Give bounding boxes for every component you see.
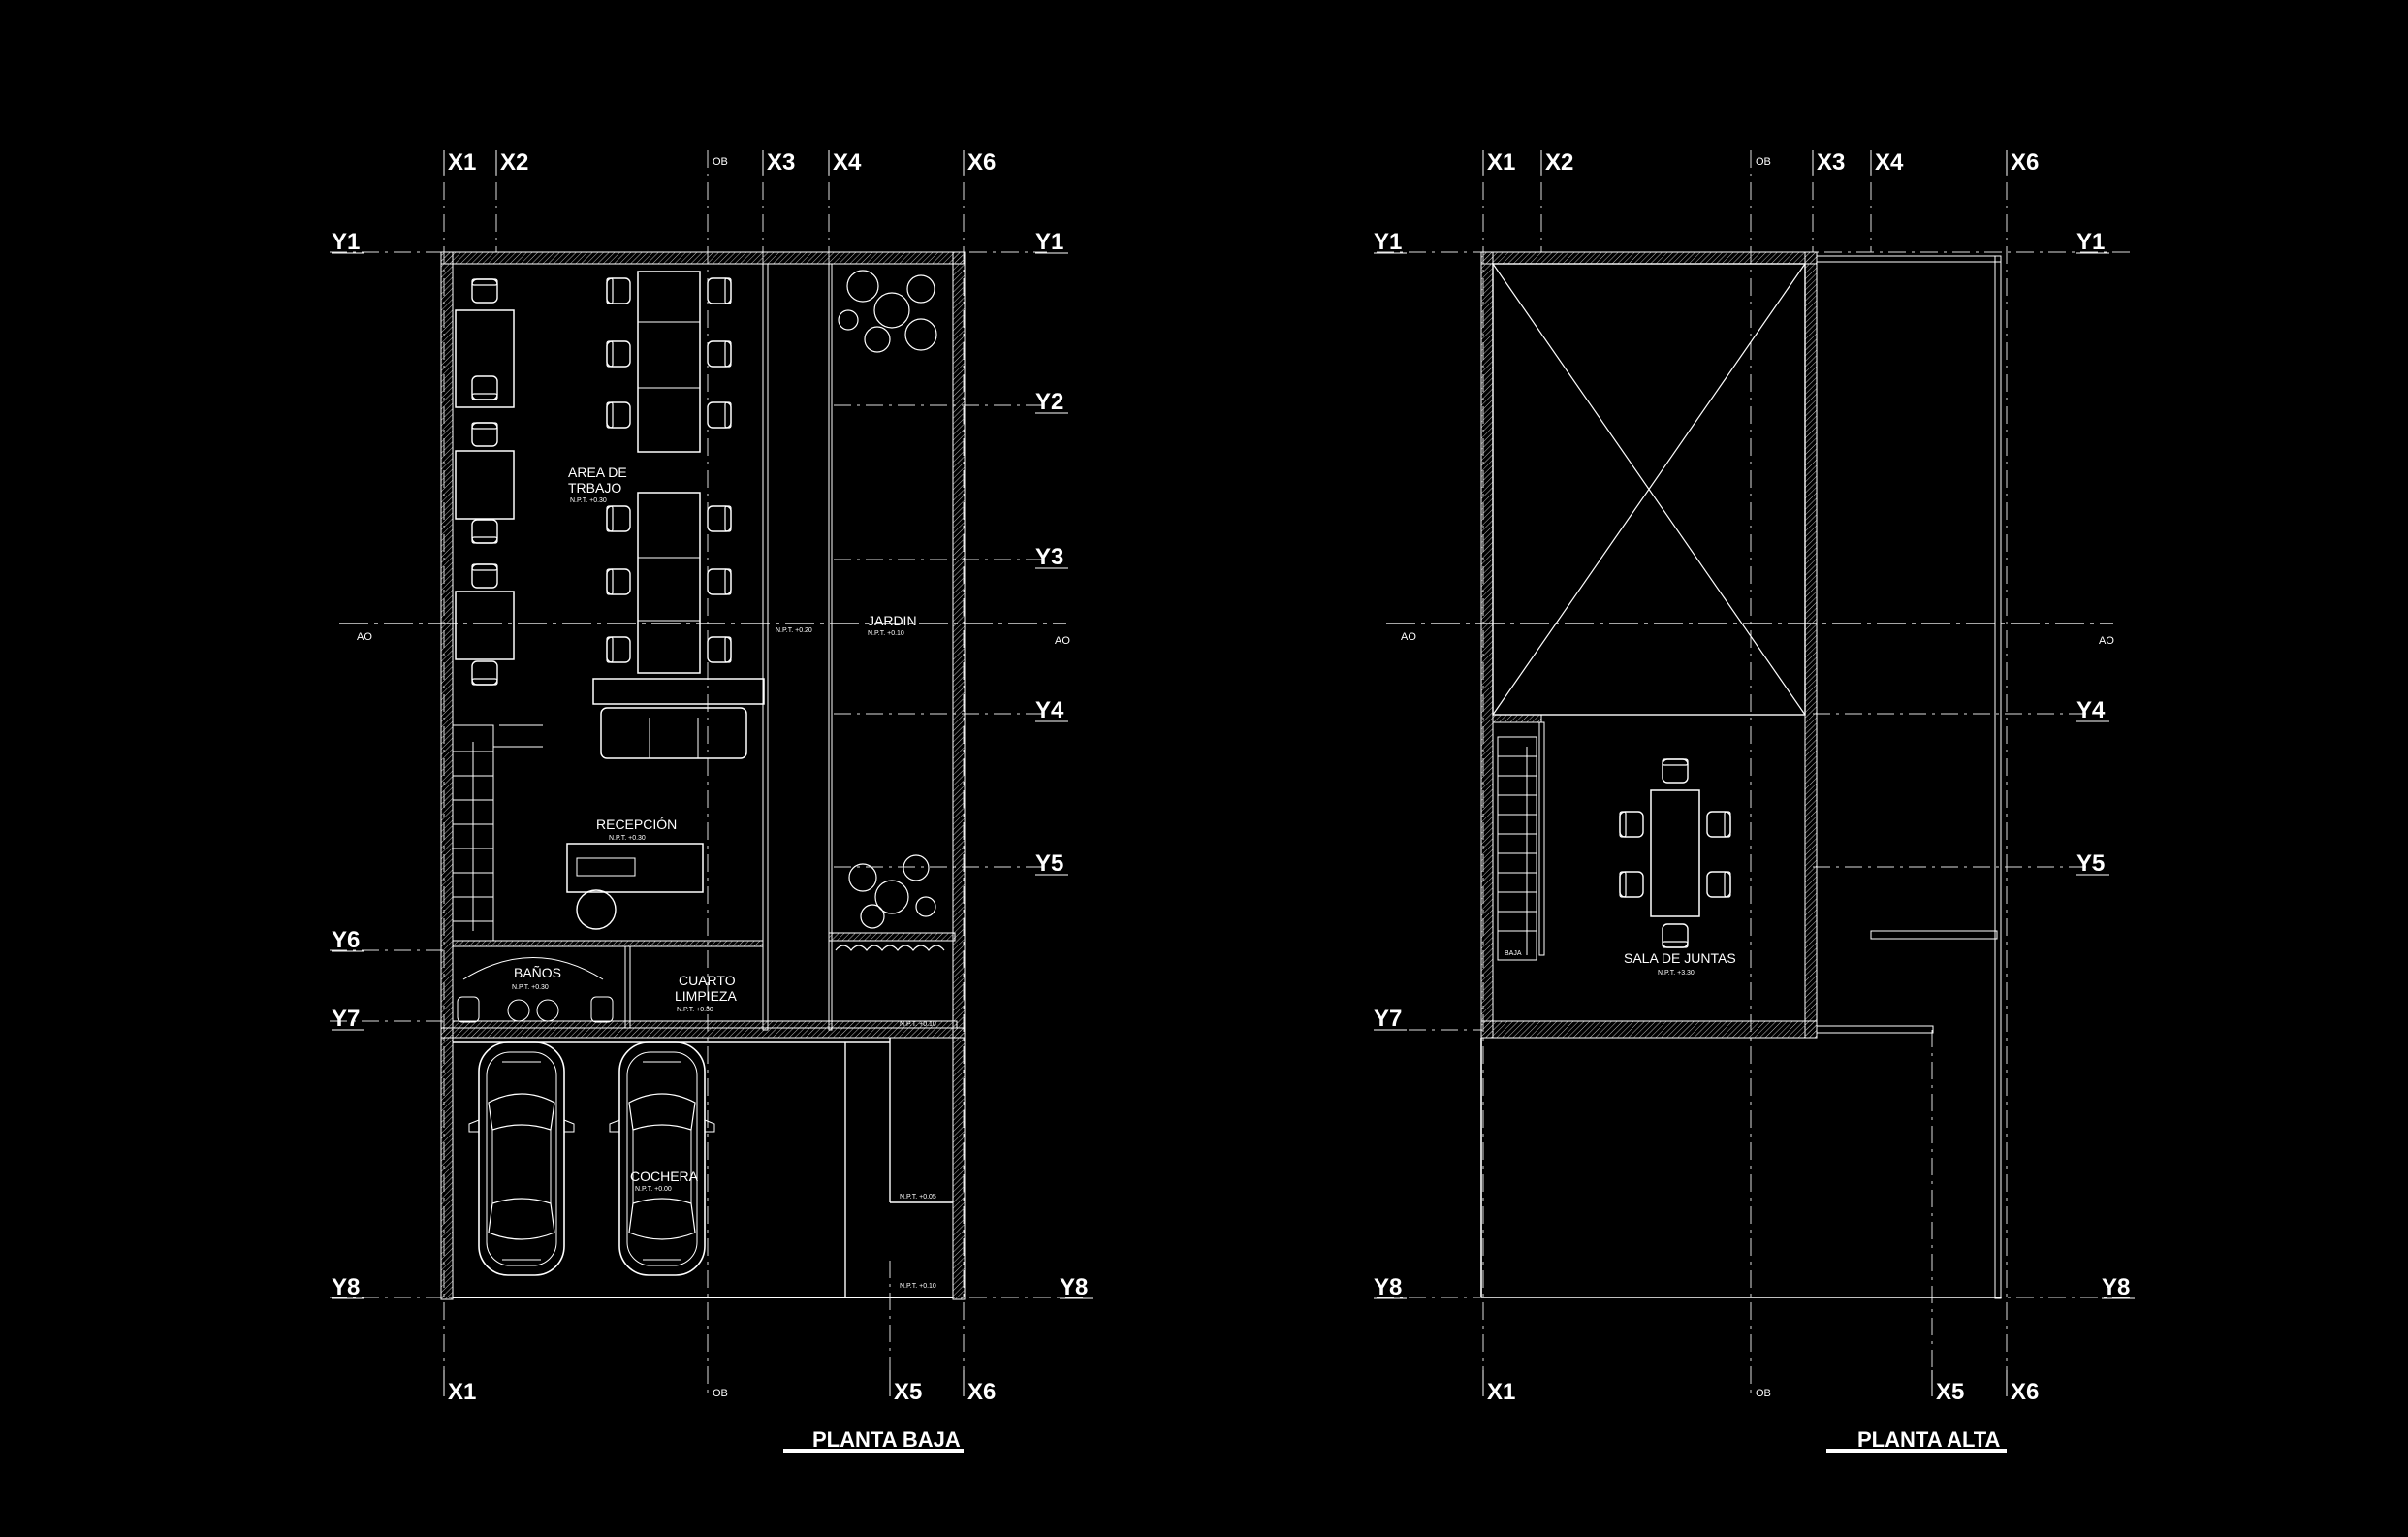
room-banos: BAÑOS [514,965,561,980]
level-mark-2: N.P.T. +0.10 [900,1021,936,1028]
section-markers-baja: AO AO [357,631,1070,647]
cut-mark-left-alta: AO [1401,631,1416,643]
section-markers-alta: AO AO [1401,631,2114,647]
axis-top-x3-alta: X3 [1817,149,1845,176]
title-planta-baja: PLANTA BAJA [812,1427,961,1452]
axis-top-x6: X6 [967,149,996,176]
room-area-trabajo-2: TRBAJO [568,480,621,496]
npt-cuarto: N.P.T. +0.30 [677,1007,713,1013]
furniture-baja [452,270,945,1276]
axis-left-y8: Y8 [332,1274,360,1300]
axis-right-y1: Y1 [1035,229,1063,255]
axis-left-y1: Y1 [332,229,360,255]
axis-right-y8: Y8 [1060,1274,1088,1300]
axis-top-x1-alta: X1 [1487,149,1515,176]
axis-top-x2-alta: X2 [1545,149,1573,176]
axis-right-y5: Y5 [1035,850,1063,877]
room-cuarto-1: CUARTO [679,973,736,988]
axis-right-y2: Y2 [1035,389,1063,415]
npt-sala-juntas: N.P.T. +3.30 [1658,970,1695,977]
axis-top-ob: OB [713,156,728,168]
npt-cochera: N.P.T. +0.00 [635,1186,672,1193]
axis-left-y8-alta: Y8 [1374,1274,1402,1300]
npt-banos: N.P.T. +0.30 [512,984,549,991]
walls-baja [440,251,966,1300]
axis-top-x2: X2 [500,149,528,176]
cut-mark-left: AO [357,631,372,643]
axis-right-y8-alta: Y8 [2102,1274,2130,1300]
axis-bottom-ob-alta: OB [1756,1388,1771,1399]
axis-left-y7: Y7 [332,1006,360,1032]
axis-top-x6-alta: X6 [2011,149,2039,176]
axis-left-y7-alta: Y7 [1374,1006,1402,1032]
room-recepcion: RECEPCIÓN [596,817,677,832]
axis-labels-baja: X1 X2 OB X3 X4 X6 X1 OB X5 X6 Y1 Y6 Y7 Y… [332,149,1093,1405]
axis-bottom-x1-alta: X1 [1487,1379,1515,1405]
room-cochera: COCHERA [630,1169,699,1184]
axis-bottom-x6-alta: X6 [2011,1379,2039,1405]
axis-top-ob-alta: OB [1756,156,1771,168]
npt-area-trabajo: N.P.T. +0.30 [570,497,607,504]
furniture-alta: BAJA [1497,736,1731,961]
title-planta-alta: PLANTA ALTA [1857,1427,2001,1452]
axis-right-y4-alta: Y4 [2076,697,2106,723]
axis-top-x4-alta: X4 [1875,149,1904,176]
axis-bottom-x5: X5 [894,1379,922,1405]
npt-jardin: N.P.T. +0.10 [868,630,904,637]
npt-recepcion: N.P.T. +0.30 [609,835,646,842]
axis-right-y4: Y4 [1035,697,1064,723]
axis-bottom-x5-alta: X5 [1936,1379,1964,1405]
room-labels-baja: AREA DE TRBAJO N.P.T. +0.30 JARDIN N.P.T… [512,464,936,1290]
walls-alta [1480,251,2002,1299]
cut-mark-right: AO [1055,635,1070,647]
axis-left-y1-alta: Y1 [1374,229,1402,255]
axis-bottom-ob: OB [713,1388,728,1399]
axis-left-y6: Y6 [332,927,360,953]
level-mark-1: N.P.T. +0.20 [776,627,812,634]
axis-right-y5-alta: Y5 [2076,850,2105,877]
level-mark-3: N.P.T. +0.05 [900,1194,936,1201]
room-jardin: JARDIN [868,613,917,628]
planta-alta: BAJA AO AO X1 X2 OB X3 X4 X6 X1 OB X5 X6… [1374,149,2135,1453]
axis-top-x4: X4 [833,149,862,176]
cut-mark-right-alta: AO [2099,635,2114,647]
axis-right-y3: Y3 [1035,544,1063,570]
axis-top-x1: X1 [448,149,476,176]
room-area-trabajo-1: AREA DE [568,464,627,480]
room-sala-juntas: SALA DE JUNTAS [1624,950,1736,966]
level-mark-4: N.P.T. +0.10 [900,1283,936,1290]
axis-bottom-x1: X1 [448,1379,476,1405]
axis-labels-alta: X1 X2 OB X3 X4 X6 X1 OB X5 X6 Y1 Y7 Y8 Y… [1374,149,2135,1405]
planta-baja: AO AO X1 X2 OB X3 X4 X6 X1 OB X5 X6 Y1 Y… [330,149,1093,1453]
axis-bottom-x6: X6 [967,1379,996,1405]
room-cuarto-2: LIMPIEZA [675,988,737,1004]
room-labels-alta: SALA DE JUNTAS N.P.T. +3.30 [1624,950,1736,977]
axis-top-x3: X3 [767,149,795,176]
axis-right-y1-alta: Y1 [2076,229,2105,255]
stair-label-baja: BAJA [1505,950,1522,957]
